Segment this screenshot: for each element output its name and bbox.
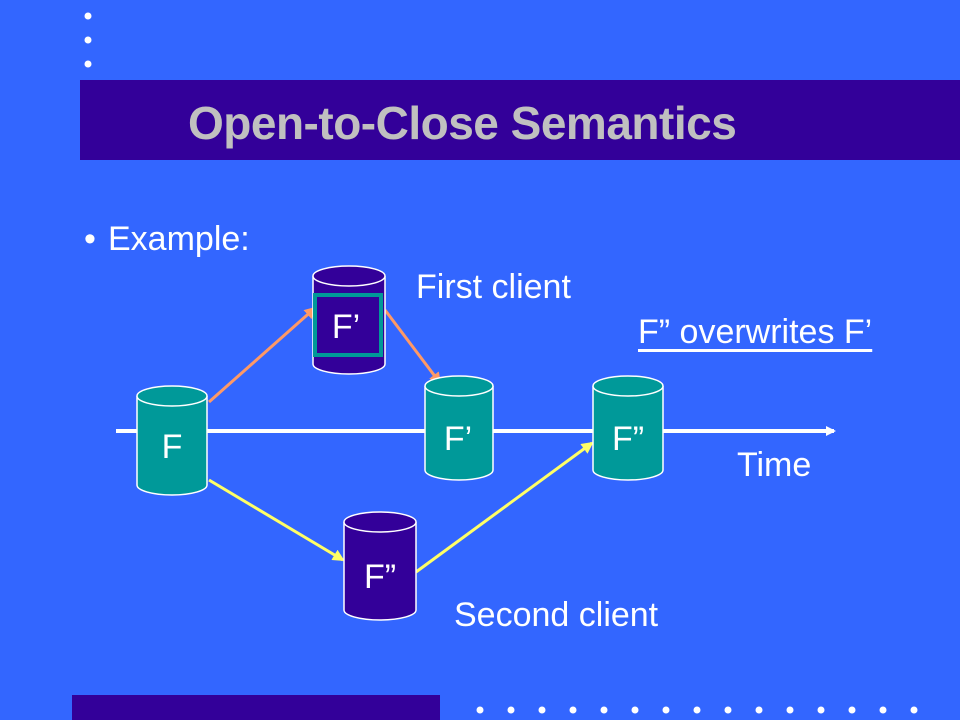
second-client-copy-cylinder: F” (343, 511, 417, 621)
first-result-cylinder: F’ (424, 375, 494, 481)
title-bar (80, 80, 960, 160)
file-original-cylinder: F (136, 385, 208, 496)
arrow-open-first (208, 306, 317, 404)
first-client-label: First client (416, 268, 571, 306)
second-result-label: F” (612, 420, 644, 458)
slide-title: Open-to-Close Semantics (188, 97, 737, 149)
second-client-copy-label: F” (364, 558, 396, 596)
time-axis-label: Time (737, 446, 812, 484)
decorative-dots-bottom (476, 706, 918, 714)
overwrite-note: F” overwrites F’ (638, 313, 873, 351)
arrow-open-second (208, 478, 345, 562)
second-client-label: Second client (454, 596, 659, 634)
decorative-dots-left (84, 12, 92, 68)
first-client-copy-label: F’ (332, 308, 360, 346)
bullet-item: • Example: (84, 220, 250, 259)
bullet-dot: • (84, 220, 96, 258)
arrow-close-first (383, 309, 442, 385)
first-result-label: F’ (444, 420, 472, 458)
file-original-label: F (162, 428, 183, 466)
first-client-copy-cylinder: F’ (312, 265, 386, 375)
second-result-cylinder: F” (592, 375, 664, 481)
bullet-text: Example: (108, 220, 250, 258)
arrow-close-second (415, 441, 594, 574)
footer-bar (72, 695, 440, 720)
